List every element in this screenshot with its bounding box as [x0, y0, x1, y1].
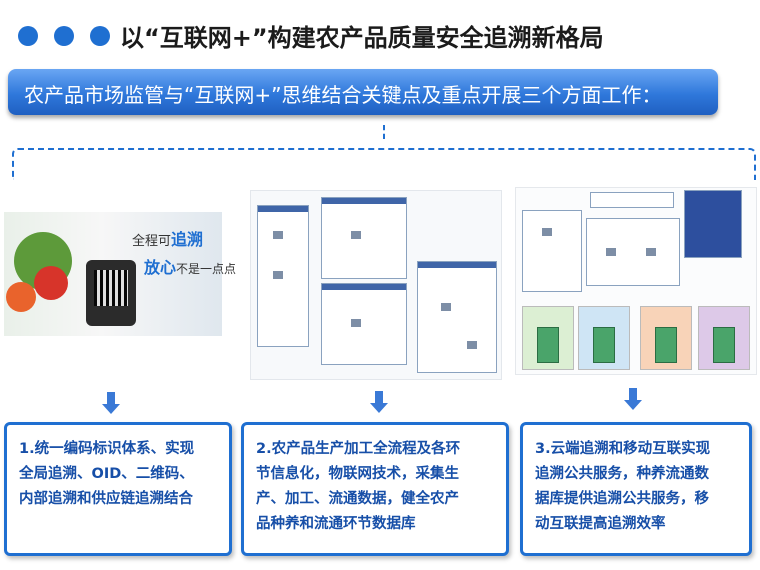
process-flow-diagram: [250, 190, 502, 380]
card-line: 3.云端追溯和移动互联实现: [535, 441, 711, 457]
diagram-box: [321, 283, 407, 365]
diagram-box: [321, 197, 407, 279]
section-banner: 农产品市场监管与“互联网+”思维结合关键点及重点开展三个方面工作：: [8, 69, 718, 115]
dot-icon: [54, 26, 74, 46]
slogan-text: 全程可: [132, 234, 172, 249]
device-icon: [273, 271, 283, 279]
card-line: 动互联提高追溯效率: [535, 516, 666, 532]
computer-icon: [351, 319, 361, 327]
card-line: 1.统一编码标识体系、实现: [19, 441, 195, 457]
cabinet-icon: [537, 327, 559, 363]
work-item-card-1: 1.统一编码标识体系、实现 全局追溯、OID、二维码、 内部追溯和供应链追溯结合: [4, 422, 232, 556]
card-line: 内部追溯和供应链追溯结合: [19, 491, 193, 507]
server-icon: [606, 248, 616, 256]
dashed-bracket: [12, 148, 756, 180]
cabinet-icon: [655, 327, 677, 363]
slogan-text: 不是一点点: [176, 262, 237, 276]
database-icon: [467, 341, 477, 349]
card-text: 2.农产品生产加工全流程及各环 节信息化，物联网技术，采集生 产、加工、流通数据…: [244, 425, 506, 537]
device-icon: [273, 231, 283, 239]
card-line: 2.农产品生产加工全流程及各环: [256, 441, 461, 457]
cabinet-icon: [713, 327, 735, 363]
card-line: 产、加工、流通数据，健全农产: [256, 491, 459, 507]
traceability-photo: 全程可追溯 放心不是一点点: [4, 212, 236, 336]
card-line: 全局追溯、OID、二维码、: [19, 466, 194, 482]
card-line: 据库提供追溯公共服务，移: [535, 491, 709, 507]
server-icon: [441, 303, 451, 311]
connector-line: [383, 125, 389, 139]
stage-box: [640, 306, 692, 370]
tomato-shape: [34, 266, 68, 300]
pepper-shape: [6, 282, 36, 312]
dot-icon: [90, 26, 110, 46]
diagram-box: [522, 210, 582, 292]
arrow-down-icon: [370, 391, 388, 413]
slogan-emphasis: 放心: [144, 258, 177, 277]
card-line: 追溯公共服务，种养流通数: [535, 466, 709, 482]
diagram-box: [257, 205, 309, 347]
page-title: 以“互联网+”构建农产品质量安全追溯新格局: [120, 24, 604, 52]
banner-text: 农产品市场监管与“互联网+”思维结合关键点及重点开展三个方面工作：: [24, 83, 662, 107]
work-item-card-2: 2.农产品生产加工全流程及各环 节信息化，物联网技术，采集生 产、加工、流通数据…: [241, 422, 509, 556]
cabinet-icon: [593, 327, 615, 363]
arrow-down-icon: [102, 392, 120, 414]
card-line: 品种养和流通环节数据库: [256, 516, 416, 532]
qr-code-icon: [94, 270, 128, 306]
card-line: 节信息化，物联网技术，采集生: [256, 466, 459, 482]
diagram-box: [684, 190, 742, 258]
photo-slogan: 全程可追溯: [132, 226, 203, 250]
stage-box: [578, 306, 630, 370]
dot-icon: [18, 26, 38, 46]
diagram-box: [417, 261, 497, 373]
decorative-dots: [18, 26, 110, 46]
server-icon: [646, 248, 656, 256]
computer-icon: [542, 228, 552, 236]
system-architecture-diagram: [515, 187, 757, 375]
slogan-emphasis: 追溯: [171, 230, 204, 249]
diagram-box: [586, 218, 680, 286]
stage-box: [698, 306, 750, 370]
arrow-down-icon: [624, 388, 642, 410]
card-text: 3.云端追溯和移动互联实现 追溯公共服务，种养流通数 据库提供追溯公共服务，移 …: [523, 425, 749, 537]
photo-slogan-2: 放心不是一点点: [144, 254, 236, 278]
card-text: 1.统一编码标识体系、实现 全局追溯、OID、二维码、 内部追溯和供应链追溯结合: [7, 425, 229, 512]
stage-box: [522, 306, 574, 370]
work-item-card-3: 3.云端追溯和移动互联实现 追溯公共服务，种养流通数 据库提供追溯公共服务，移 …: [520, 422, 752, 556]
diagram-box: [590, 192, 674, 208]
computer-icon: [351, 231, 361, 239]
